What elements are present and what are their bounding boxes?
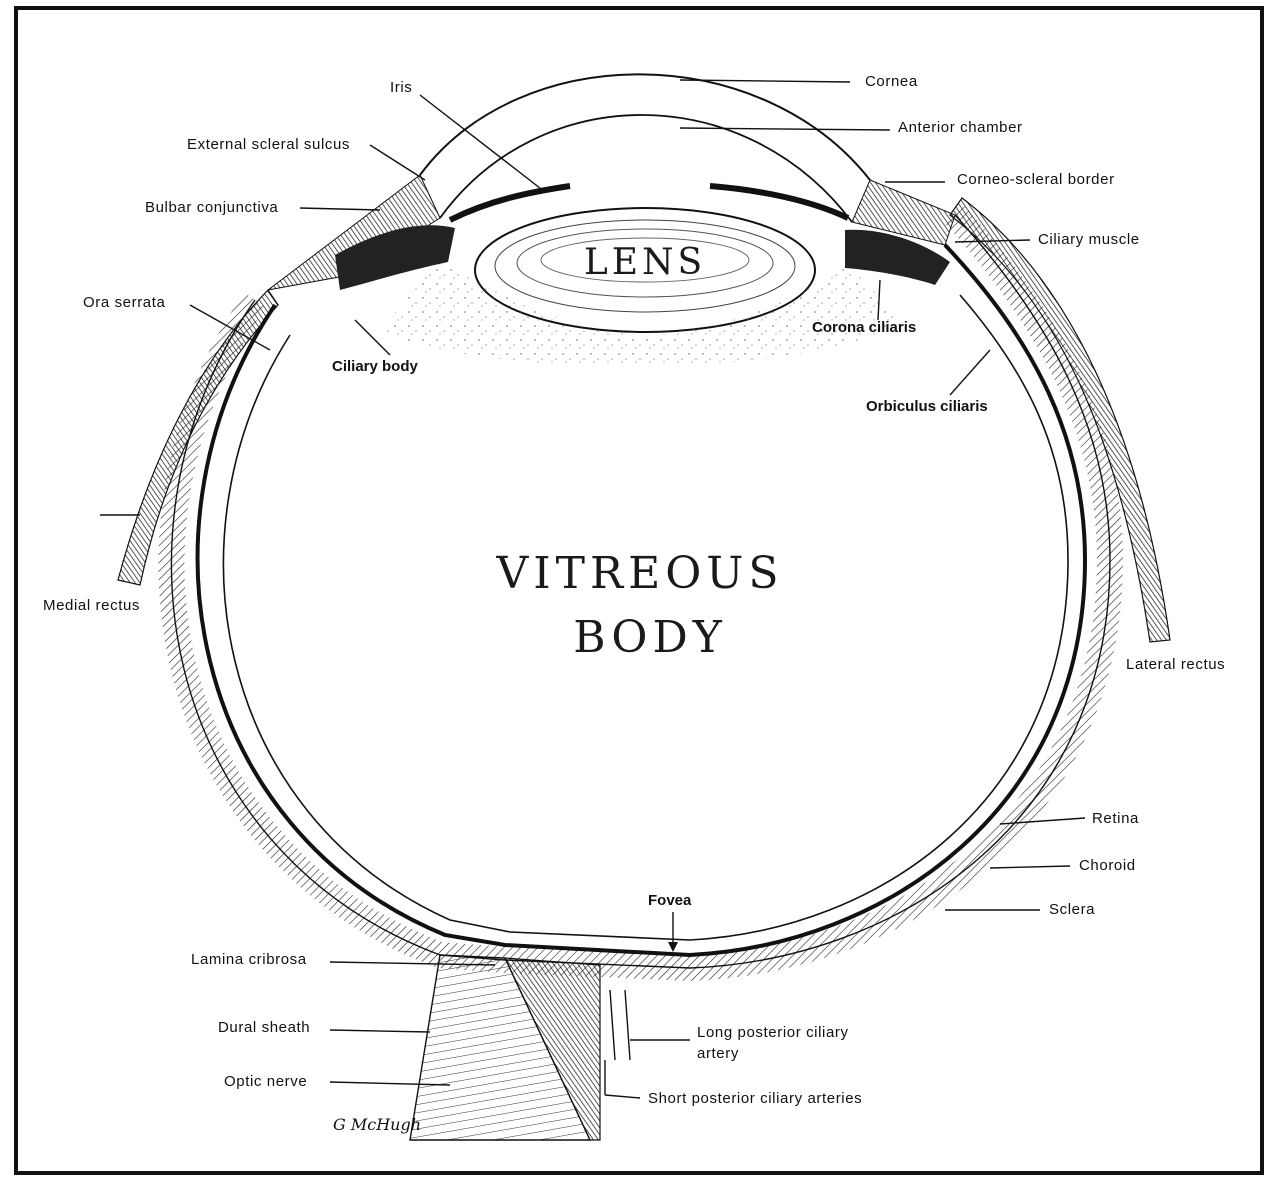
label-cornea: Cornea [865,73,918,90]
cornea-outer [420,74,870,180]
label-iris: Iris [390,79,412,96]
label-ora-serrata: Ora serrata [83,294,166,311]
label-optic-nerve: Optic nerve [224,1073,307,1090]
label-short-posterior-ciliary-arteries: Short posterior ciliary arteries [648,1090,862,1107]
fovea-arrow-icon [668,942,678,952]
label-retina: Retina [1092,810,1139,827]
title-line-1: VITREOUS [495,548,783,599]
label-choroid: Choroid [1079,857,1136,874]
label-bulbar-conjunctiva: Bulbar conjunctiva [145,199,278,216]
cornea-inner [440,115,852,222]
label-long-posterior-ciliary-artery-line-1: Long posterior ciliary [697,1024,849,1041]
label-anterior-chamber: Anterior chamber [898,119,1023,136]
title-line-2: BODY [573,612,727,663]
label-lateral-rectus: Lateral rectus [1126,656,1225,673]
label-corona-ciliaris: Corona ciliaris [812,319,916,336]
label-ciliary-body: Ciliary body [332,358,419,375]
label-fovea: Fovea [648,892,692,909]
artist-signature: G McHugh [333,1115,421,1134]
label-corneo-scleral-border: Corneo-scleral border [957,171,1115,188]
label-ciliary-muscle: Ciliary muscle [1038,231,1140,248]
label-medial-rectus: Medial rectus [43,597,140,614]
iris-left [450,186,570,220]
label-dural-sheath: Dural sheath [218,1019,310,1036]
label-long-posterior-ciliary-artery-line-2: artery [697,1045,739,1062]
iris-right [710,186,848,218]
label-orbiculus-ciliaris: Orbiculus ciliaris [866,398,988,415]
label-external-scleral-sulcus: External scleral sulcus [187,136,350,153]
label-sclera: Sclera [1049,901,1095,918]
label-lamina-cribrosa: Lamina cribrosa [191,951,307,968]
lens-label: LENS [584,242,706,283]
